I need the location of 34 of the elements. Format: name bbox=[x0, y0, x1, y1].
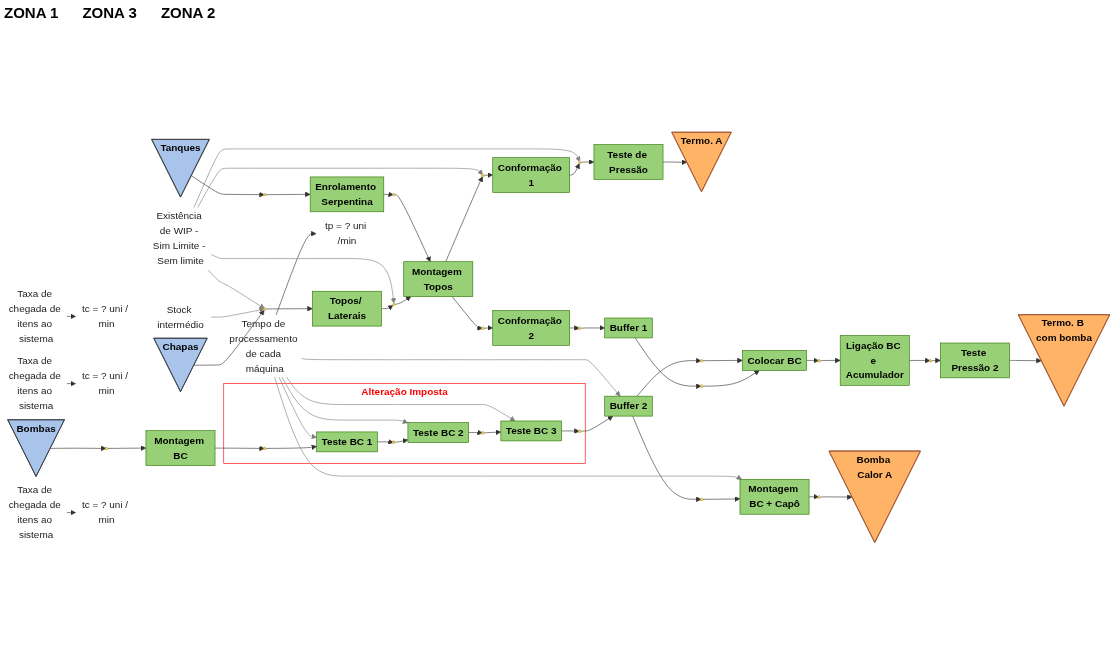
zone-label: ZONA 2 bbox=[160, 4, 216, 21]
node-box: Teste Pressão 2 bbox=[940, 342, 1010, 378]
node-box: Enrolamento Serpentina bbox=[309, 176, 385, 212]
node-text: tc = ? uni / min bbox=[81, 370, 129, 396]
node-text: tc = ? uni / min bbox=[81, 499, 129, 525]
node-box: Montagem BC + Capô bbox=[739, 478, 810, 515]
arrow bbox=[483, 171, 493, 178]
arrow bbox=[394, 437, 409, 444]
node-box: Conformação 1 bbox=[492, 156, 570, 193]
node-text: Tempo de processamento de cada máquina bbox=[229, 317, 298, 373]
arrow bbox=[819, 357, 841, 363]
arrow bbox=[483, 324, 493, 331]
node-box: Montagem BC bbox=[145, 429, 216, 466]
node-box: Montagem Topos bbox=[403, 260, 474, 297]
node-box: Conformação 2 bbox=[492, 309, 570, 346]
node-box: Teste de Pressão bbox=[593, 143, 664, 180]
node-text: Existência de WIP - Sim Limite - Sem limite bbox=[152, 210, 206, 266]
node-box: Ligação BC e Acumulador bbox=[839, 334, 910, 386]
node-text: Taxa de chegada de itens ao sistema bbox=[8, 287, 61, 344]
node-box: Teste BC 2 bbox=[407, 421, 469, 443]
zone-label: ZONA 1 bbox=[4, 4, 59, 21]
node-box: Topos/ Laterais bbox=[312, 290, 382, 326]
zone-label: ZONA 3 bbox=[82, 4, 137, 21]
node-text: Taxa de chegada de itens ao sistema bbox=[8, 484, 61, 540]
node-text: tc = ? uni / min bbox=[81, 302, 129, 329]
node-text: Stock intermédio bbox=[157, 303, 204, 330]
arrow bbox=[580, 158, 595, 165]
node-box: Buffer 2 bbox=[604, 395, 653, 416]
node-box: Teste BC 1 bbox=[316, 431, 378, 452]
node-text: Taxa de chegada de itens ao sistema bbox=[8, 355, 61, 411]
node-box: Colocar BC bbox=[742, 349, 807, 371]
node-box: Teste BC 3 bbox=[500, 420, 562, 441]
node-text: tp = ? uni /min bbox=[324, 220, 367, 246]
node-box: Buffer 1 bbox=[604, 317, 653, 338]
